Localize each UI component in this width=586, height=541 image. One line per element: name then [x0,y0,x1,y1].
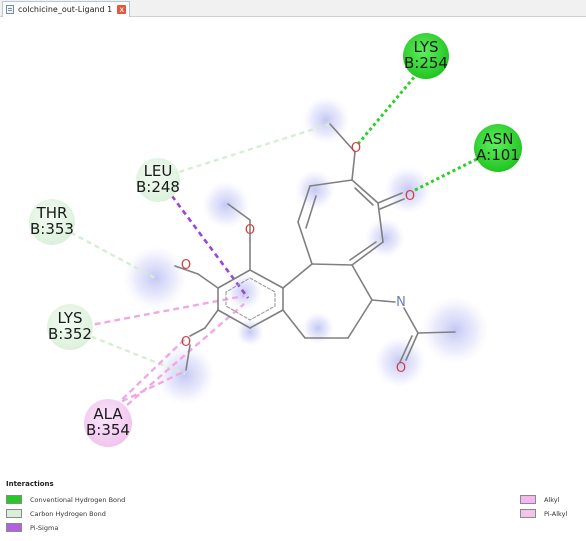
svg-text:B:354: B:354 [86,421,130,439]
svg-text:B:248: B:248 [136,178,180,196]
tab-title: colchicine_out-Ligand 1 [18,5,113,14]
tab-bar: colchicine_out-Ligand 1 x [0,0,586,17]
solvent-halo [302,312,334,344]
nitrogen-atom: N [396,295,406,310]
svg-text:B:254: B:254 [404,54,448,72]
legend-swatch [520,495,536,504]
close-icon[interactable]: x [117,5,127,14]
solvent-halo [295,170,335,210]
solvent-halo [365,218,405,258]
alkyl-ala354-b [111,303,245,419]
residue-ala-b354[interactable]: ALA B:354 [84,399,132,447]
svg-text:THR: THR [36,204,68,222]
svg-text:B:353: B:353 [30,220,74,238]
legend-label: Conventional Hydrogen Bond [30,495,126,504]
svg-text:ALA: ALA [93,405,123,423]
legend-item-conventional-hbond: Conventional Hydrogen Bond [6,495,125,504]
residue-lys-b254[interactable]: LYS B:254 [403,33,449,79]
carbon-hbond-lys352 [74,328,186,376]
svg-text:B:352: B:352 [48,325,92,343]
legend-title: Interactions [6,480,54,488]
residue-lys-b352[interactable]: LYS B:352 [47,304,93,350]
interaction-lines [54,62,496,419]
legend-swatch [520,509,536,518]
solvent-halos [123,96,489,405]
pi-alkyl-lys352 [74,294,245,330]
residue-thr-b353[interactable]: THR B:353 [29,199,75,245]
interactions-legend: Interactions Conventional Hydrogen Bond … [0,478,586,541]
interaction-diagram: O O O O O O N LYS B:254 ASN A:101 LEU B:… [29,33,522,447]
atom-labels: O O O O O O N [181,141,415,376]
legend-label: Alkyl [544,495,560,504]
legend-item-pi-alkyl: Pi-Alkyl [520,509,567,518]
svg-text:LYS: LYS [413,38,438,56]
svg-text:LEU: LEU [144,162,173,180]
oxygen-atom: O [351,141,361,156]
svg-text:A:101: A:101 [476,146,520,164]
tab-colchicine-ligand[interactable]: colchicine_out-Ligand 1 x [2,1,130,17]
legend-item-carbon-hbond: Carbon Hydrogen Bond [6,509,106,518]
residue-leu-b248[interactable]: LEU B:248 [136,158,180,202]
oxygen-atom: O [405,189,415,204]
legend-label: Pi-Alkyl [544,509,568,518]
solvent-halo [123,246,187,310]
legend-item-alkyl: Alkyl [520,495,559,504]
residue-asn-a101[interactable]: ASN A:101 [474,124,522,172]
solvent-halo [202,181,250,229]
legend-label: Pi-Sigma [30,523,59,532]
legend-swatch [6,509,22,518]
residues: LYS B:254 ASN A:101 LEU B:248 THR B:353 … [29,33,522,447]
solvent-halo [421,296,489,364]
legend-label: Carbon Hydrogen Bond [30,509,106,518]
oxygen-atom: O [396,361,406,376]
svg-text:ASN: ASN [482,130,513,148]
ligand-bonds [174,123,456,371]
oxygen-atom: O [181,335,191,350]
legend-item-pi-sigma: Pi-Sigma [6,523,58,532]
legend-swatch [6,495,22,504]
alkyl-ala354-a [107,337,187,414]
oxygen-atom: O [181,258,191,273]
pi-sigma-leu248 [170,195,250,299]
oxygen-atom: O [245,223,255,238]
carbon-hbond-leu248 [159,122,331,180]
document-icon [6,5,14,14]
svg-text:LYS: LYS [57,309,82,327]
legend-swatch [6,523,22,532]
solvent-halo [302,96,350,144]
solvent-halo [155,345,215,405]
